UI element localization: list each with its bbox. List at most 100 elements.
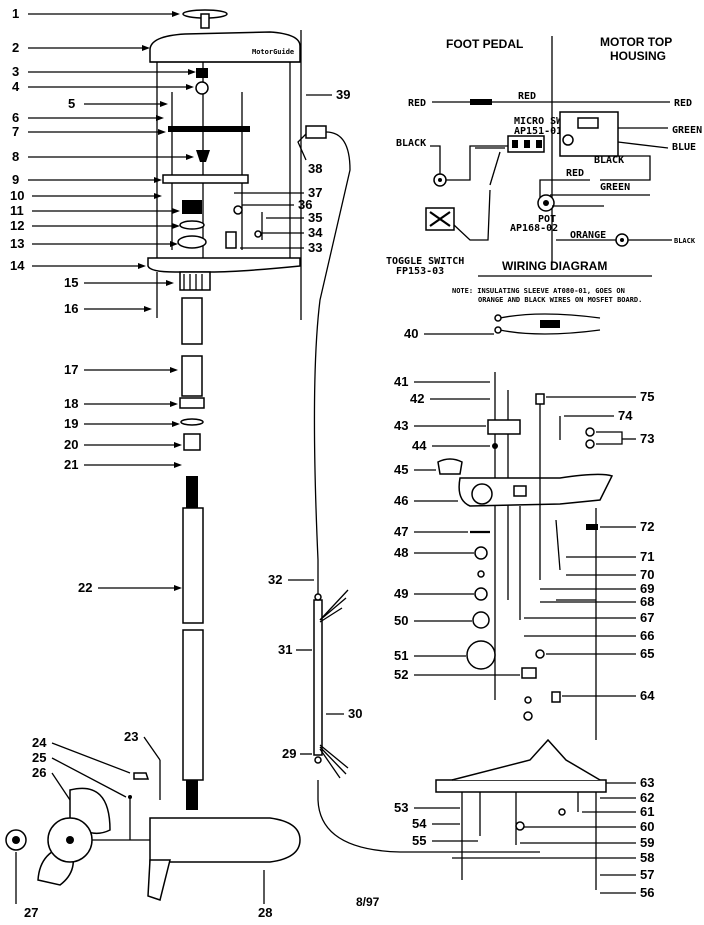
callout-48: 48 [394,545,408,560]
wire-label-black-small: BLACK [674,237,696,245]
wiring-note-1: NOTE: INSULATING SLEEVE AT080-01, GOES O… [452,287,625,295]
callout-25: 25 [32,750,46,765]
callout-14: 14 [10,258,25,273]
lower-unit-assembly [5,772,301,901]
callout-26: 26 [32,765,46,780]
callout-11: 11 [10,203,24,218]
toggle-switch-label: TOGGLE SWITCH [386,256,464,267]
callout-31: 31 [278,642,292,657]
callout-47: 47 [394,524,408,539]
callout-64: 64 [640,688,655,703]
callout-20: 20 [64,437,78,452]
callout-74: 74 [618,408,633,423]
callout-45: 45 [394,462,408,477]
wire-label-red-right: RED [674,98,692,109]
wire-label-black: BLACK [396,138,426,149]
callout-41: 41 [394,374,408,389]
callout-60: 60 [640,819,654,834]
micro-sw-part: AP151-01 [514,126,562,137]
callout-5: 5 [68,96,75,111]
callout-37: 37 [308,185,322,200]
wire-label-blue: BLUE [672,142,696,153]
callout-22: 22 [78,580,92,595]
callout-67: 67 [640,610,654,625]
callout-27: 27 [24,905,38,920]
callout-44: 44 [412,438,427,453]
callout-69: 69 [640,581,654,596]
callout-4: 4 [12,79,20,94]
callout-54: 54 [412,816,427,831]
callout-28: 28 [258,905,272,920]
callout-57: 57 [640,867,654,882]
wire-label-black-mid: BLACK [594,155,624,166]
wire-label-red-top: RED [518,91,536,102]
callout-73: 73 [640,431,654,446]
wire-label-red-left: RED [408,98,426,109]
callout-53: 53 [394,800,408,815]
callout-65: 65 [640,646,654,661]
callouts: 1 2 3 4 5 6 7 8 9 10 11 12 13 1 [10,6,655,920]
callout-21: 21 [64,457,78,472]
callout-29: 29 [282,746,296,761]
callout-43: 43 [394,418,408,433]
callout-6: 6 [12,110,19,125]
callout-70: 70 [640,567,654,582]
motor-top-label-2: HOUSING [610,49,666,63]
callout-40: 40 [404,326,418,341]
callout-18: 18 [64,396,78,411]
callout-61: 61 [640,804,654,819]
callout-51: 51 [394,648,408,663]
callout-17: 17 [64,362,78,377]
wire-label-green-mid: GREEN [600,182,630,193]
callout-42: 42 [410,391,424,406]
callout-39: 39 [336,87,350,102]
callout-23: 23 [124,729,138,744]
callout-72: 72 [640,519,654,534]
callout-15: 15 [64,275,78,290]
pot-label: POT [538,214,556,225]
callout-2: 2 [12,40,19,55]
callout-16: 16 [64,301,78,316]
wiring-note-2: ORANGE AND BLACK WIRES ON MOSFET BOARD. [478,296,642,304]
wire-label-orange: ORANGE [570,230,606,241]
callout-56: 56 [640,885,654,900]
motor-head-assembly: MotorGuide [147,9,301,318]
callout-35: 35 [308,210,322,225]
wiring-diagram-title: WIRING DIAGRAM [502,259,607,273]
foot-pedal-label: FOOT PEDAL [446,37,523,51]
wire-harness-40 [494,313,601,335]
callout-46: 46 [394,493,408,508]
callout-3: 3 [12,64,19,79]
toggle-switch-part: FP153-03 [396,266,444,277]
date-code: 8/97 [356,895,380,909]
cable-assembly [305,125,540,853]
callout-63: 63 [640,775,654,790]
callout-50: 50 [394,613,408,628]
wiring-diagram: FOOT PEDAL MOTOR TOP HOUSING RED RED RED… [386,35,702,304]
callout-9: 9 [12,172,19,187]
wire-label-green: GREEN [672,125,702,136]
wire-label-red-mid: RED [566,168,584,179]
callout-12: 12 [10,218,24,233]
callout-66: 66 [640,628,654,643]
callout-13: 13 [10,236,24,251]
svg-text:MotorGuide: MotorGuide [252,48,294,56]
callout-19: 19 [64,416,78,431]
callout-38: 38 [308,161,322,176]
callout-71: 71 [640,549,654,564]
pot-part: AP168-02 [510,223,558,234]
callout-36: 36 [298,197,312,212]
callout-1: 1 [12,6,19,21]
motor-top-label-1: MOTOR TOP [600,35,672,49]
callout-49: 49 [394,586,408,601]
callout-8: 8 [12,149,19,164]
callout-32: 32 [268,572,282,587]
shaft-assembly [179,297,205,810]
callout-24: 24 [32,735,47,750]
callout-34: 34 [308,225,323,240]
callout-68: 68 [640,594,654,609]
foot-pedal-assembly [435,372,614,890]
callout-59: 59 [640,835,654,850]
callout-30: 30 [348,706,362,721]
